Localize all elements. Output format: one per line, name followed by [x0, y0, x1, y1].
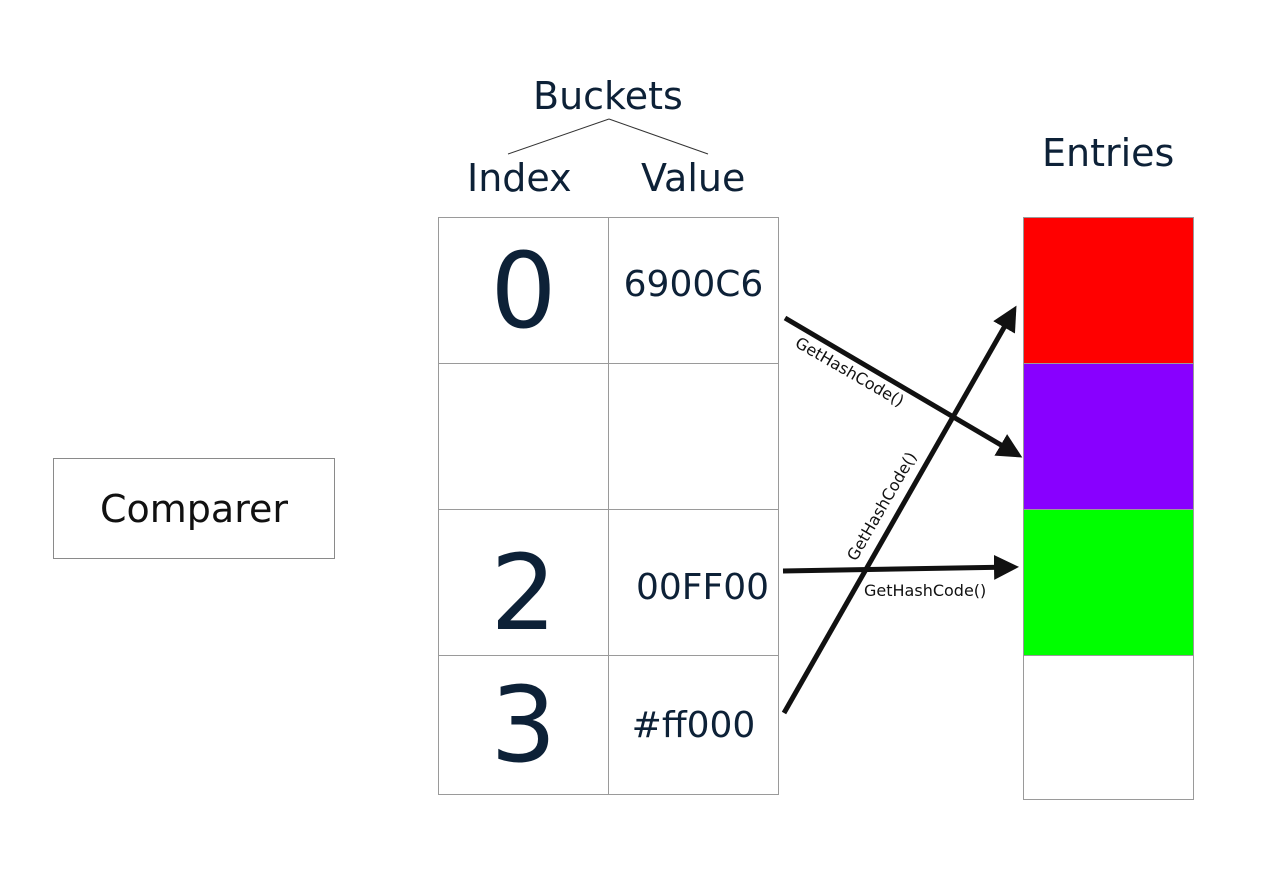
entry-slot-empty	[1023, 655, 1194, 800]
bucket-index-cell	[438, 363, 609, 510]
bucket-value-cell: 6900C6	[608, 217, 779, 364]
bucket-value: #ff000	[631, 704, 756, 746]
bucket-index-cell: 3	[438, 655, 609, 795]
bucket-value: 6900C6	[623, 264, 764, 305]
bucket-index: 3	[490, 664, 557, 786]
entries-title: Entries	[1042, 131, 1175, 175]
index-header: Index	[467, 156, 572, 200]
bucket-value: 00FF00	[635, 567, 770, 608]
entry-slot-red	[1023, 217, 1194, 364]
hash-arrow-a-label: GetHashCode()	[792, 333, 907, 411]
comparer-box: Comparer	[53, 458, 335, 559]
bucket-index: 2	[490, 531, 557, 654]
hash-arrow-b-label: GetHashCode()	[843, 449, 921, 564]
hash-arrow-c	[782, 554, 1019, 580]
comparer-label: Comparer	[100, 486, 288, 531]
hash-arrow-a	[783, 315, 1023, 458]
buckets-bracket-right	[608, 118, 709, 155]
bucket-value-cell	[608, 363, 779, 510]
buckets-bracket-left	[507, 118, 610, 155]
entry-slot-purple	[1023, 363, 1194, 510]
bucket-index-cell: 0	[438, 217, 609, 364]
entry-slot-green	[1023, 509, 1194, 656]
value-header: Value	[641, 156, 746, 200]
bucket-index-cell: 2	[438, 509, 609, 656]
bucket-value-cell: #ff000	[608, 655, 779, 795]
bucket-value-cell: 00FF00	[608, 509, 779, 656]
bucket-index: 0	[490, 229, 557, 352]
hash-arrow-c-label: GetHashCode()	[864, 581, 986, 600]
hash-arrow-b	[781, 305, 1017, 715]
buckets-title: Buckets	[533, 74, 683, 118]
